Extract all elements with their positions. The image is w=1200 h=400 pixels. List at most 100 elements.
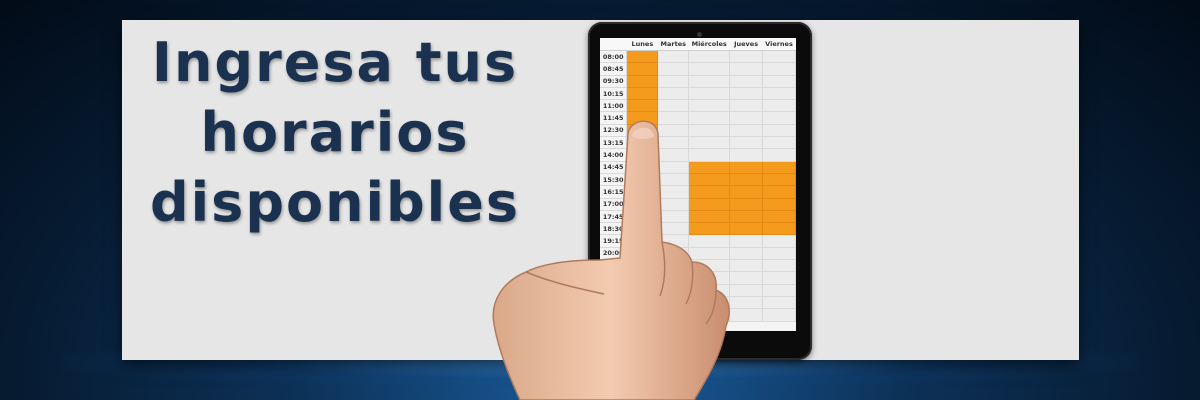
schedule-cell[interactable]: [762, 136, 796, 150]
schedule-cell[interactable]: [762, 283, 796, 297]
schedule-cell-selected[interactable]: [762, 197, 796, 211]
schedule-cell[interactable]: [688, 123, 731, 138]
schedule-cell[interactable]: [762, 99, 796, 113]
schedule-cell[interactable]: [657, 136, 690, 150]
day-header-1: Martes: [657, 38, 689, 51]
tablet-camera-icon: [697, 32, 702, 37]
schedule-cell[interactable]: [688, 86, 731, 101]
schedule-cell[interactable]: [729, 49, 764, 64]
schedule-cell[interactable]: [762, 295, 796, 310]
day-header-0: Lunes: [626, 38, 658, 51]
schedule-cell-selected[interactable]: [688, 222, 731, 236]
pointing-hand-icon: [492, 120, 730, 400]
time-label: 09:30: [600, 74, 628, 88]
schedule-cell[interactable]: [688, 62, 731, 76]
schedule-cell-selected[interactable]: [626, 49, 659, 64]
schedule-cell-selected[interactable]: [626, 74, 659, 88]
time-label: 17:00: [600, 197, 628, 211]
schedule-cell-selected[interactable]: [762, 160, 796, 174]
time-label: 11:00: [600, 99, 628, 113]
schedule-cell[interactable]: [657, 74, 690, 88]
schedule-cell[interactable]: [729, 111, 764, 125]
schedule-cell[interactable]: [729, 136, 764, 150]
schedule-cell-selected[interactable]: [729, 209, 764, 224]
schedule-cell[interactable]: [762, 234, 796, 248]
schedule-cell[interactable]: [762, 49, 796, 64]
schedule-cell[interactable]: [729, 308, 764, 322]
schedule-cell[interactable]: [729, 99, 764, 113]
schedule-row: 09:30: [600, 74, 796, 88]
time-label: 08:00: [600, 49, 628, 64]
headline: Ingresa tus horarios disponibles: [150, 28, 520, 238]
schedule-cell[interactable]: [688, 74, 731, 88]
schedule-cell-selected[interactable]: [762, 185, 796, 199]
schedule-cell[interactable]: [762, 123, 796, 138]
schedule-cell[interactable]: [762, 111, 796, 125]
schedule-cell-selected[interactable]: [762, 209, 796, 224]
schedule-cell-selected[interactable]: [729, 222, 764, 236]
schedule-cell[interactable]: [729, 283, 764, 297]
time-label: 17:45: [600, 209, 628, 224]
time-label: 14:45: [600, 160, 628, 174]
time-label: 08:45: [600, 62, 628, 76]
schedule-cell[interactable]: [762, 246, 796, 261]
schedule-cell[interactable]: [729, 74, 764, 88]
schedule-row: 13:15: [600, 136, 796, 150]
time-label: 13:15: [600, 136, 628, 150]
schedule-cell-selected[interactable]: [626, 62, 659, 76]
schedule-cell-selected[interactable]: [688, 197, 731, 211]
time-label: 14:00: [600, 148, 628, 162]
time-label: 12:30: [600, 123, 628, 138]
schedule-cell[interactable]: [657, 172, 690, 187]
schedule-row: 17:00: [600, 197, 796, 211]
schedule-row: 10:15: [600, 86, 796, 101]
schedule-cell[interactable]: [729, 271, 764, 285]
schedule-cell[interactable]: [657, 86, 690, 101]
schedule-cell-selected[interactable]: [688, 185, 731, 199]
schedule-cell-selected[interactable]: [762, 222, 796, 236]
schedule-cell[interactable]: [688, 234, 731, 248]
schedule-cell-selected[interactable]: [729, 160, 764, 174]
schedule-cell[interactable]: [657, 62, 690, 76]
schedule-cell[interactable]: [729, 259, 764, 273]
schedule-cell[interactable]: [729, 234, 764, 248]
schedule-cell[interactable]: [688, 49, 731, 64]
schedule-cell[interactable]: [657, 49, 690, 64]
schedule-cell-selected[interactable]: [729, 172, 764, 187]
schedule-cell[interactable]: [729, 246, 764, 261]
schedule-cell-selected[interactable]: [729, 185, 764, 199]
schedule-cell-selected[interactable]: [762, 172, 796, 187]
schedule-cell[interactable]: [657, 99, 690, 113]
schedule-cell[interactable]: [762, 62, 796, 76]
schedule-cell[interactable]: [762, 86, 796, 101]
schedule-cell[interactable]: [762, 271, 796, 285]
schedule-cell-selected[interactable]: [688, 160, 731, 174]
time-label: 10:15: [600, 86, 628, 101]
schedule-cell[interactable]: [762, 148, 796, 162]
schedule-cell[interactable]: [688, 148, 731, 162]
schedule-cell[interactable]: [729, 86, 764, 101]
schedule-cell-selected[interactable]: [626, 86, 659, 101]
schedule-cell-selected[interactable]: [688, 209, 731, 224]
schedule-cell[interactable]: [762, 74, 796, 88]
headline-line-3: disponibles: [150, 171, 520, 234]
schedule-cell-selected[interactable]: [729, 197, 764, 211]
headline-line-1: Ingresa tus: [151, 31, 519, 94]
day-header-2: Miércoles: [688, 38, 730, 51]
schedule-cell[interactable]: [729, 148, 764, 162]
schedule-row: 08:45: [600, 62, 796, 76]
schedule-cell[interactable]: [729, 123, 764, 138]
schedule-cell-selected[interactable]: [626, 99, 659, 113]
schedule-cell-selected[interactable]: [688, 172, 731, 187]
schedule-corner: [600, 38, 627, 51]
schedule-cell[interactable]: [688, 136, 731, 150]
schedule-cell[interactable]: [688, 99, 731, 113]
schedule-cell[interactable]: [762, 308, 796, 322]
day-header-3: Jueves: [729, 38, 763, 51]
schedule-cell[interactable]: [762, 259, 796, 273]
schedule-cell[interactable]: [729, 295, 764, 310]
schedule-cell[interactable]: [657, 222, 690, 236]
schedule-cell[interactable]: [729, 62, 764, 76]
